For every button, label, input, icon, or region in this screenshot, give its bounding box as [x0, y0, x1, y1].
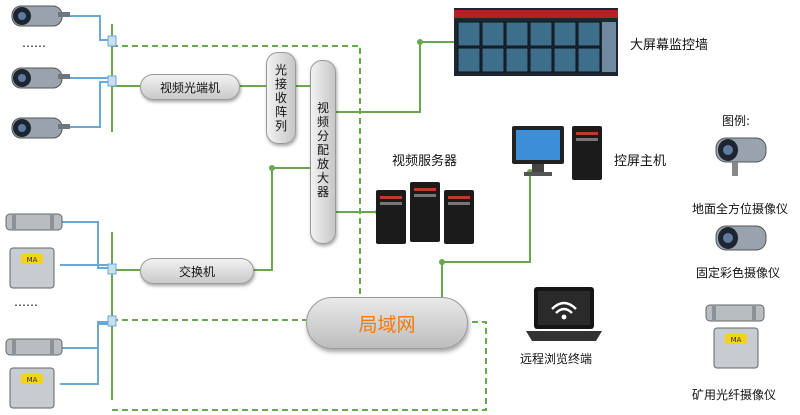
- junction-box-icon: MA: [9, 247, 55, 289]
- label-remote-terminal: 远程浏览终端: [520, 352, 593, 366]
- dashed-bottom-return: [112, 321, 487, 411]
- legend-item-2: 固定彩色摄像仪: [696, 266, 781, 280]
- amplifier-to-wall: [330, 41, 454, 113]
- junction-marker: [107, 35, 117, 47]
- ellipsis-top: ……: [22, 36, 46, 50]
- camera-1-link: [70, 15, 112, 41]
- laptop-icon: [526, 287, 602, 341]
- node-video-optical-transceiver: 视频光端机: [140, 74, 240, 100]
- ma-badge: MA: [27, 376, 38, 384]
- camera-icon: [11, 67, 70, 89]
- node-switch: 交换机: [140, 258, 254, 284]
- legend-item-3: 矿用光纤摄像仪: [692, 388, 777, 402]
- legend-title: 图例:: [722, 114, 751, 128]
- junction-marker: [107, 75, 117, 87]
- node-label: 光接收阵列: [274, 63, 287, 133]
- mining-camera-icon: [705, 304, 765, 322]
- mining-camera-icon: [5, 338, 63, 356]
- node-video-distribution-amplifier: 视频分配放大器: [310, 60, 336, 244]
- junction-marker: [107, 263, 117, 275]
- server-icon: [376, 182, 474, 244]
- label-video-wall: 大屏幕监控墙: [630, 38, 709, 53]
- label-video-servers: 视频服务器: [392, 154, 458, 169]
- junction-marker: [107, 315, 117, 327]
- junction-box-icon: MA: [713, 327, 759, 369]
- label-control-host: 控屏主机: [614, 154, 667, 169]
- box-2-link: [60, 323, 112, 385]
- camera-3-link: [70, 81, 112, 128]
- node-label: 视频分配放大器: [316, 101, 329, 199]
- camera-icon: [11, 117, 70, 139]
- legend-item-1: 地面全方位摄像仪: [692, 202, 789, 216]
- camera-icon: [11, 5, 70, 27]
- node-label: 交换机: [178, 264, 215, 279]
- camera-icon: [715, 137, 767, 176]
- dashed-top: [112, 45, 361, 298]
- mining-cam-2-link: [60, 321, 112, 349]
- ma-badge: MA: [27, 256, 38, 264]
- junction-box-icon: MA: [9, 367, 55, 409]
- node-label: 视频光端机: [159, 80, 220, 95]
- ellipsis-bottom: ……: [14, 295, 38, 309]
- wifi-icon: [551, 301, 577, 314]
- video-wall-icon: [454, 8, 618, 76]
- mining-cam-1-link: [60, 221, 112, 269]
- camera-icon: [715, 225, 767, 251]
- node-lan: 局域网: [306, 297, 468, 349]
- ma-badge: MA: [731, 336, 742, 344]
- lan-to-host: [441, 172, 531, 297]
- node-label: 局域网: [358, 313, 416, 336]
- mining-camera-icon: [5, 213, 63, 231]
- monitor-icon: [512, 126, 602, 180]
- switch-to-amplifier: [252, 167, 310, 271]
- node-optical-receiver-array: 光接收阵列: [266, 52, 296, 144]
